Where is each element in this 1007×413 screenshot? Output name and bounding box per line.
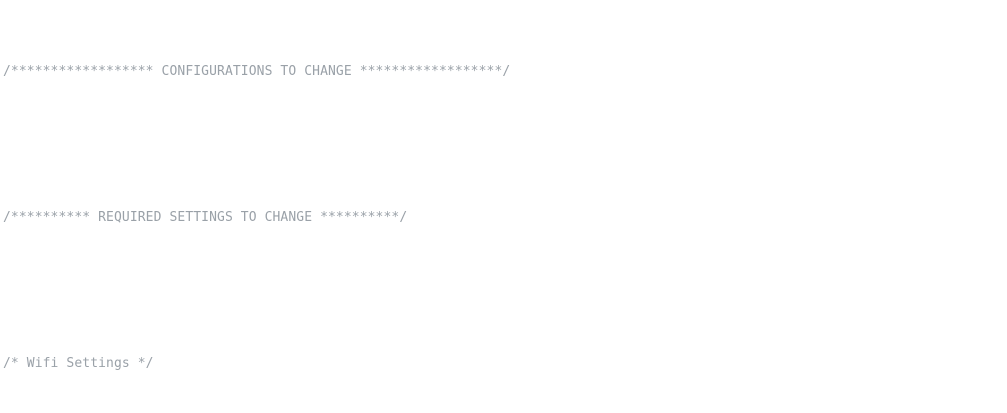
- comment-banner-configurations: /****************** CONFIGURATIONS TO CH…: [3, 64, 511, 79]
- code-line-banner-configurations: /****************** CONFIGURATIONS TO CH…: [3, 64, 1007, 80]
- code-line-blank-2: [3, 283, 1007, 299]
- comment-wifi-header: /* Wifi Settings */: [3, 356, 154, 371]
- code-line-wifi-header: /* Wifi Settings */: [3, 356, 1007, 372]
- comment-banner-required: /********** REQUIRED SETTINGS TO CHANGE …: [3, 210, 408, 225]
- code-content[interactable]: /****************** CONFIGURATIONS TO CH…: [3, 7, 1007, 413]
- code-line-blank-1: [3, 137, 1007, 153]
- code-line-banner-required: /********** REQUIRED SETTINGS TO CHANGE …: [3, 210, 1007, 226]
